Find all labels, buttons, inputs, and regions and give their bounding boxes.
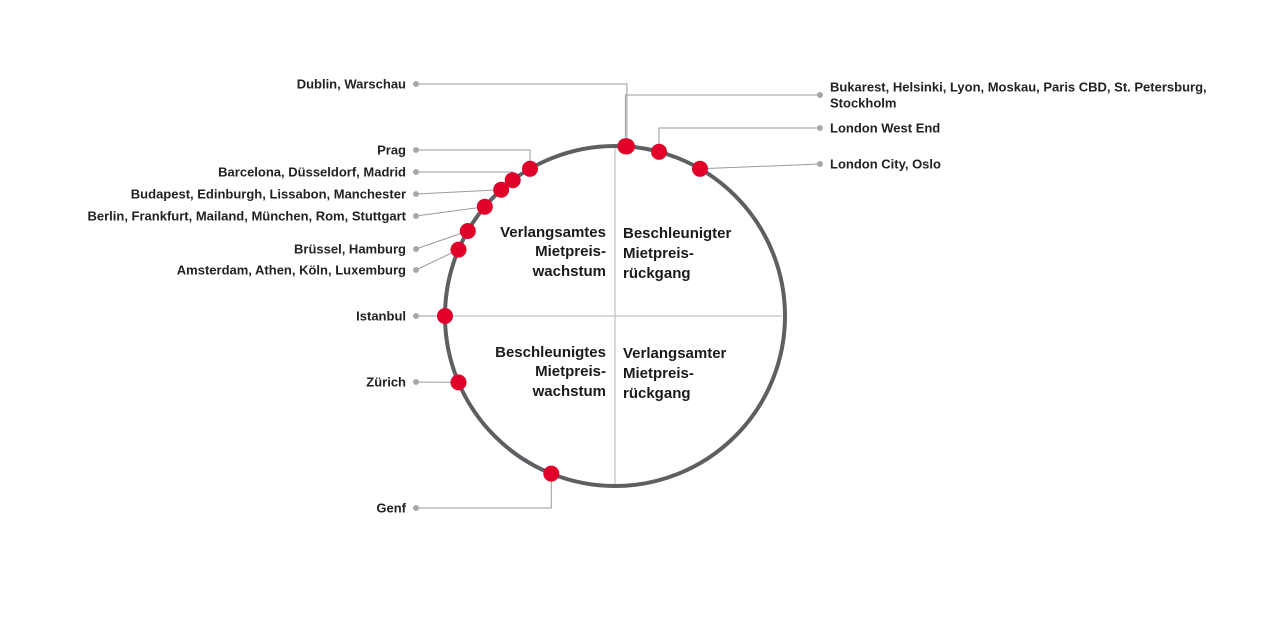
city-label: Istanbul: [356, 309, 406, 324]
leader-line: [699, 163, 821, 170]
city-label: London West End: [830, 121, 940, 136]
leader-end-dot: [413, 267, 419, 273]
quadrant-bottom-right-line-1: Verlangsamter: [623, 345, 727, 362]
city-label: Barcelona, Düsseldorf, Madrid: [218, 165, 406, 180]
city-label: London City, Oslo: [830, 157, 941, 172]
leader-end-dot: [817, 92, 823, 98]
leader-end-dot: [413, 313, 419, 319]
leader-end-dot: [413, 505, 419, 511]
quadrant-top-left-line-2: Mietpreis-: [535, 243, 606, 260]
leader-line: [416, 473, 552, 509]
city-label: Bukarest, Helsinki, Lyon, Moskau, Paris …: [830, 80, 1207, 95]
quadrant-bottom-left-line-2: Mietpreis-: [535, 363, 606, 380]
quadrant-bottom-left-line-3: wachstum: [532, 383, 606, 400]
quadrant-bottom-right-line-3: rückgang: [623, 385, 691, 402]
leader-end-dot: [413, 147, 419, 153]
quadrant-bottom-right: Verlangsamter Mietpreis- rückgang: [623, 345, 727, 402]
city-marker: [522, 160, 538, 177]
leader-end-dot: [413, 169, 419, 175]
leader-line: [658, 127, 820, 152]
quadrant-top-left-line-1: Verlangsamtes: [500, 224, 606, 241]
city-marker: [476, 198, 493, 215]
city-label: Stockholm: [830, 96, 896, 111]
city-marker: [437, 308, 453, 324]
quadrant-bottom-right-line-2: Mietpreis-: [623, 365, 694, 382]
leader-end-dot: [413, 191, 419, 197]
city-marker: [651, 143, 667, 160]
city-marker: [504, 172, 521, 189]
leader-end-dot: [413, 246, 419, 252]
leader-end-dot: [817, 161, 823, 167]
leader-line: [416, 83, 628, 147]
quadrant-top-right-line-3: rückgang: [623, 265, 691, 282]
city-marker: [617, 138, 634, 155]
quadrant-top-right-line-2: Mietpreis-: [623, 245, 694, 262]
city-marker: [493, 181, 510, 198]
leader-line: [416, 149, 531, 169]
city-label: Zürich: [366, 375, 406, 390]
leader-line: [416, 171, 514, 181]
leader-end-dot: [413, 81, 419, 87]
quadrant-bottom-left-line-1: Beschleunigtes: [495, 344, 606, 361]
leader-line: [415, 206, 485, 217]
quadrant-top-left: Verlangsamtes Mietpreis- wachstum: [500, 224, 606, 280]
city-labels: Dublin, Warschau Bukarest, Helsinki, Lyon…: [87, 77, 1206, 516]
leader-end-dot: [413, 213, 419, 219]
city-label: Brüssel, Hamburg: [294, 242, 406, 257]
leader-end-dot: [817, 125, 823, 131]
city-label: Genf: [376, 501, 406, 516]
city-label: Budapest, Edinburgh, Lissabon, Mancheste…: [131, 187, 406, 202]
city-marker: [450, 374, 467, 391]
quadrant-top-left-line-3: wachstum: [532, 263, 606, 280]
city-label: Amsterdam, Athen, Köln, Luxemburg: [177, 263, 406, 278]
quadrant-bottom-left: Beschleunigtes Mietpreis- wachstum: [495, 344, 606, 400]
city-markers: [437, 138, 708, 482]
quadrant-top-right-line-1: Beschleunigter: [623, 225, 732, 242]
city-label: Berlin, Frankfurt, Mailand, München, Rom…: [87, 209, 406, 224]
city-marker: [543, 465, 560, 482]
city-label: Prag: [377, 143, 406, 158]
leader-end-dot: [413, 379, 419, 385]
leader-line: [415, 189, 502, 195]
leader-line: [415, 230, 468, 250]
leader-line: [624, 94, 820, 147]
city-marker: [692, 160, 708, 177]
city-label: Dublin, Warschau: [297, 77, 406, 92]
quadrant-top-right: Beschleunigter Mietpreis- rückgang: [623, 225, 732, 282]
city-marker: [459, 223, 476, 239]
city-marker: [450, 241, 467, 258]
